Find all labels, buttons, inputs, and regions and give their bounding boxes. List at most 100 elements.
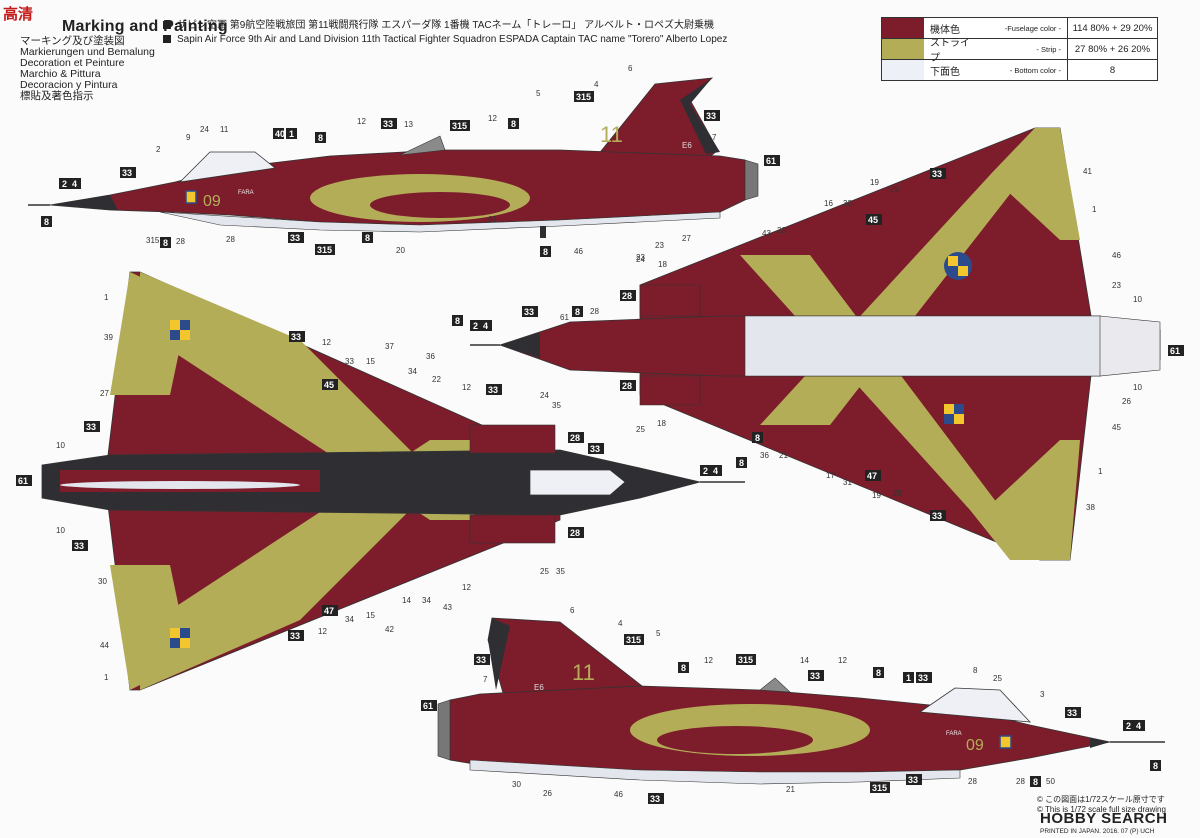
svg-text:4: 4 (618, 619, 623, 628)
fuselage-right-underside (469, 759, 961, 785)
fuselage-right-stripe-inner (657, 726, 813, 754)
callout-badge: 28 (568, 527, 584, 538)
svg-text:30: 30 (512, 780, 521, 789)
svg-text:8: 8 (973, 666, 978, 675)
svg-text:2: 2 (473, 321, 478, 331)
svg-text:1: 1 (104, 673, 109, 682)
svg-text:14: 14 (800, 656, 809, 665)
wing-tip-upper (990, 128, 1080, 240)
svg-text:36: 36 (760, 451, 769, 460)
callout-badge: 8 (1030, 776, 1041, 787)
svg-text:315: 315 (317, 245, 332, 255)
intake (399, 135, 446, 156)
svg-text:19: 19 (872, 491, 881, 500)
callout-badge: 315 (624, 634, 644, 645)
legend-sub: -Fuselage color - (1004, 23, 1061, 33)
svg-text:1: 1 (906, 673, 911, 683)
tail-code-right: E6 (534, 683, 544, 692)
callout-badge: 33 (808, 670, 824, 681)
callout-badge: 40 (273, 128, 285, 139)
svg-text:33: 33 (122, 168, 132, 178)
nose-number-right: 09 (966, 737, 984, 754)
subtitle-list: マーキング及び塗装図 Markierungen und Bemalung Dec… (20, 36, 155, 102)
tail-number: 11 (600, 122, 623, 147)
svg-text:28: 28 (176, 237, 185, 246)
legend-swatch (882, 39, 924, 59)
svg-text:38: 38 (1086, 503, 1095, 512)
svg-text:33: 33 (476, 655, 486, 665)
callout-badge: 8 (508, 118, 519, 129)
callout-badge: 33 (522, 306, 538, 317)
svg-text:4: 4 (1136, 721, 1141, 731)
svg-text:3: 3 (1040, 690, 1045, 699)
page-title: Marking and Painting (62, 18, 228, 35)
svg-text:2: 2 (62, 179, 67, 189)
svg-text:44: 44 (100, 641, 109, 650)
svg-text:35: 35 (556, 567, 565, 576)
tail-number-right: 11 (572, 660, 595, 685)
callout-badge: 8 (736, 457, 747, 468)
legend-name: ストライプ (930, 38, 970, 64)
svg-text:5: 5 (536, 89, 541, 98)
bottom-insignia-lower (170, 628, 190, 648)
svg-text:2: 2 (1126, 721, 1131, 731)
callout-badge: 47 (865, 470, 881, 481)
canopy (178, 151, 276, 183)
svg-text:33: 33 (706, 111, 716, 121)
callout-badge: 33 (930, 510, 946, 521)
bottom-insignia-upper (170, 320, 190, 340)
svg-text:33: 33 (932, 169, 942, 179)
svg-text:40: 40 (275, 129, 285, 139)
fuselage-stripe-inner (370, 192, 510, 218)
nose-cone-top (500, 332, 540, 358)
svg-text:33: 33 (1067, 708, 1077, 718)
svg-text:6: 6 (628, 64, 633, 73)
svg-text:12: 12 (357, 117, 366, 126)
svg-text:25: 25 (636, 425, 645, 434)
svg-text:33: 33 (488, 385, 498, 395)
svg-text:15: 15 (366, 357, 375, 366)
svg-text:36: 36 (426, 352, 435, 361)
svg-text:46: 46 (574, 247, 583, 256)
svg-text:1: 1 (1092, 205, 1097, 214)
callout-badge: 8 (572, 306, 583, 317)
svg-text:61: 61 (766, 156, 776, 166)
svg-text:12: 12 (838, 656, 847, 665)
svg-text:2: 2 (156, 145, 161, 154)
svg-text:10: 10 (56, 441, 65, 450)
bullet-icon (163, 21, 171, 29)
legend-code: 8 (1067, 60, 1157, 80)
scale-jp: この図面は1/72スケール原寸です (1045, 795, 1165, 804)
svg-text:47: 47 (867, 471, 877, 481)
svg-text:8: 8 (755, 433, 760, 443)
svg-text:47: 47 (324, 606, 334, 616)
legend-row-bottom: 下面色 - Bottom color - 8 (882, 60, 1157, 80)
wing-insignia-lower (944, 404, 964, 424)
svg-text:12: 12 (488, 114, 497, 123)
svg-text:24: 24 (636, 255, 645, 264)
svg-text:33: 33 (291, 332, 301, 342)
callout-badge: 1 (286, 128, 297, 139)
svg-text:28: 28 (1016, 777, 1025, 786)
callout-badge: 315 (315, 244, 335, 255)
aircraft-description: サピン空軍 第9航空陸戦旅団 第11戦闘飛行隊 エスパーダ隊 1番機 TACネー… (163, 19, 727, 47)
svg-text:8: 8 (876, 668, 881, 678)
svg-text:61: 61 (423, 701, 433, 711)
legend-code: 114 80% + 29 20% (1067, 18, 1157, 38)
svg-text:23: 23 (655, 241, 664, 250)
bottom-tip-lower (110, 565, 190, 690)
callout-badge: 8 (1150, 760, 1161, 771)
subtitle-zh: 標貼及著色指示 (20, 90, 94, 102)
svg-text:24: 24 (540, 391, 549, 400)
subtitle-jp: マーキング及び塗装図 (20, 35, 125, 47)
engine-nozzle (1099, 315, 1161, 377)
tail-fin-right-dark (488, 618, 510, 690)
svg-text:26: 26 (543, 789, 552, 798)
svg-text:315: 315 (146, 236, 160, 245)
svg-text:34: 34 (345, 615, 354, 624)
callout-badge: 33 (704, 110, 720, 121)
callout-badge: 61 (16, 475, 32, 486)
svg-text:28: 28 (570, 528, 580, 538)
